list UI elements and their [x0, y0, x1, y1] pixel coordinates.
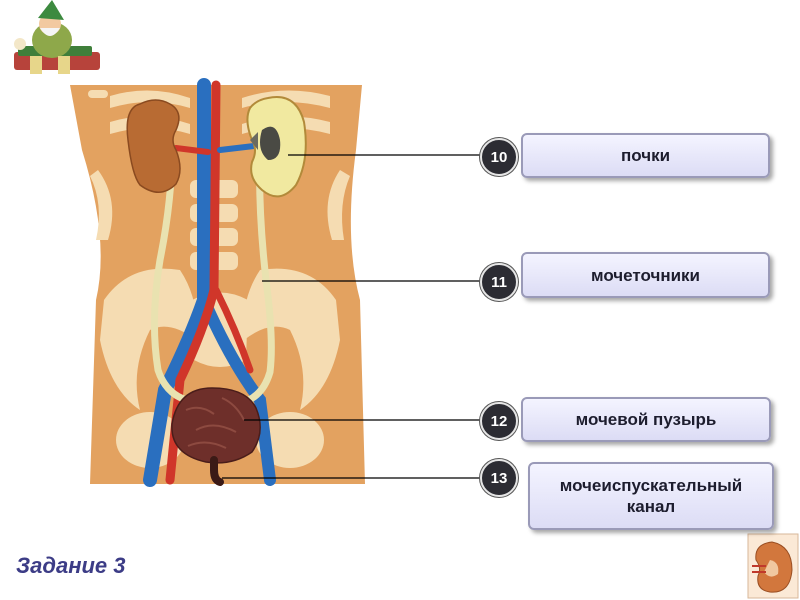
number-badge-10: 10 — [480, 138, 518, 176]
ureters — [150, 146, 275, 408]
task-title: Задание 3 — [16, 553, 126, 578]
label-kidneys[interactable]: почки — [521, 133, 770, 178]
number-badge-13: 13 — [480, 459, 518, 497]
label-urethra[interactable]: мочеиспускательный канал — [528, 462, 774, 530]
kidney-cross-section-icon — [747, 533, 799, 599]
label-ureters[interactable]: мочеточники — [521, 252, 770, 298]
label-kidneys-text: почки — [620, 146, 671, 165]
left-kidney — [126, 99, 181, 193]
label-ureters-text: мочеточники — [590, 265, 701, 285]
label-urethra-text: мочеиспускательный канал — [559, 476, 743, 516]
number-badge-12: 12 — [480, 402, 518, 440]
gnome-reading-icon — [14, 0, 100, 74]
number-badge-11: 11 — [480, 263, 518, 301]
label-bladder[interactable]: мочевой пузырь — [521, 397, 771, 442]
label-bladder-text: мочевой пузырь — [575, 410, 717, 429]
right-kidney-section — [246, 96, 307, 198]
leader-lines — [222, 154, 482, 479]
bladder — [171, 387, 261, 486]
